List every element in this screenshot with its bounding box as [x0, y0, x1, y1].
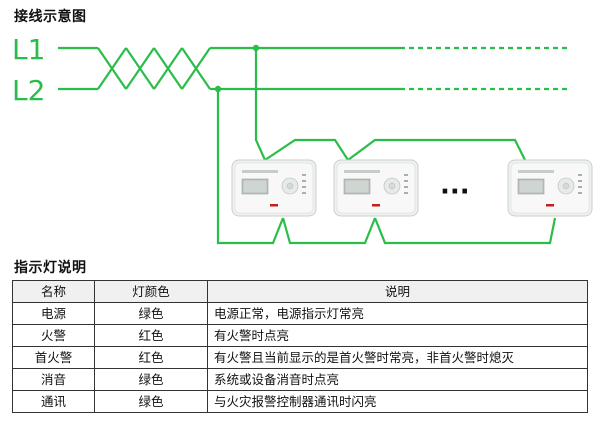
row-name: 火警: [12, 324, 95, 347]
row-desc: 与火灾报警控制器通讯时闪亮: [207, 390, 588, 413]
row-desc: 系统或设备消音时点亮: [207, 368, 588, 391]
row-color: 绿色: [94, 390, 208, 413]
table-row: 通讯 绿色 与火灾报警控制器通讯时闪亮: [12, 390, 588, 413]
row-desc: 有火警时点亮: [207, 324, 588, 347]
row-color: 绿色: [94, 302, 208, 325]
line-label-l1: L1: [12, 33, 45, 66]
junction-l2: [214, 85, 222, 93]
line-label-l2: L2: [12, 74, 45, 107]
indicator-section-title: 指示灯说明: [14, 260, 87, 276]
junction-l1: [252, 44, 260, 52]
more-devices-ellipsis: ···: [440, 177, 470, 207]
header-name: 名称: [12, 280, 95, 303]
indicator-table: 名称 灯颜色 说明 电源 绿色 电源正常，电源指示灯常亮 火警 红色 有火警时点…: [12, 280, 588, 413]
table-row: 消音 绿色 系统或设备消音时点亮: [12, 368, 588, 391]
table-header-row: 名称 灯颜色 说明: [12, 280, 588, 303]
row-name: 消音: [12, 368, 95, 391]
wiring-diagram-title: 接线示意图: [14, 9, 87, 25]
row-color: 绿色: [94, 368, 208, 391]
display-device-1: [231, 159, 317, 217]
display-device-3: [507, 159, 593, 217]
table-row: 电源 绿色 电源正常，电源指示灯常亮: [12, 302, 588, 325]
row-desc: 电源正常，电源指示灯常亮: [207, 302, 588, 325]
row-name: 首火警: [12, 346, 95, 369]
header-light-color: 灯颜色: [94, 280, 208, 303]
row-color: 红色: [94, 346, 208, 369]
row-color: 红色: [94, 324, 208, 347]
display-device-2: [333, 159, 419, 217]
row-name: 电源: [12, 302, 95, 325]
table-row: 首火警 红色 有火警且当前显示的是首火警时常亮，非首火警时熄灭: [12, 346, 588, 369]
header-description: 说明: [207, 280, 588, 303]
bus-wires: [58, 46, 570, 245]
row-desc: 有火警且当前显示的是首火警时常亮，非首火警时熄灭: [207, 346, 588, 369]
table-row: 火警 红色 有火警时点亮: [12, 324, 588, 347]
wiring-diagram: L1 L2 ···: [12, 33, 593, 245]
row-name: 通讯: [12, 390, 95, 413]
